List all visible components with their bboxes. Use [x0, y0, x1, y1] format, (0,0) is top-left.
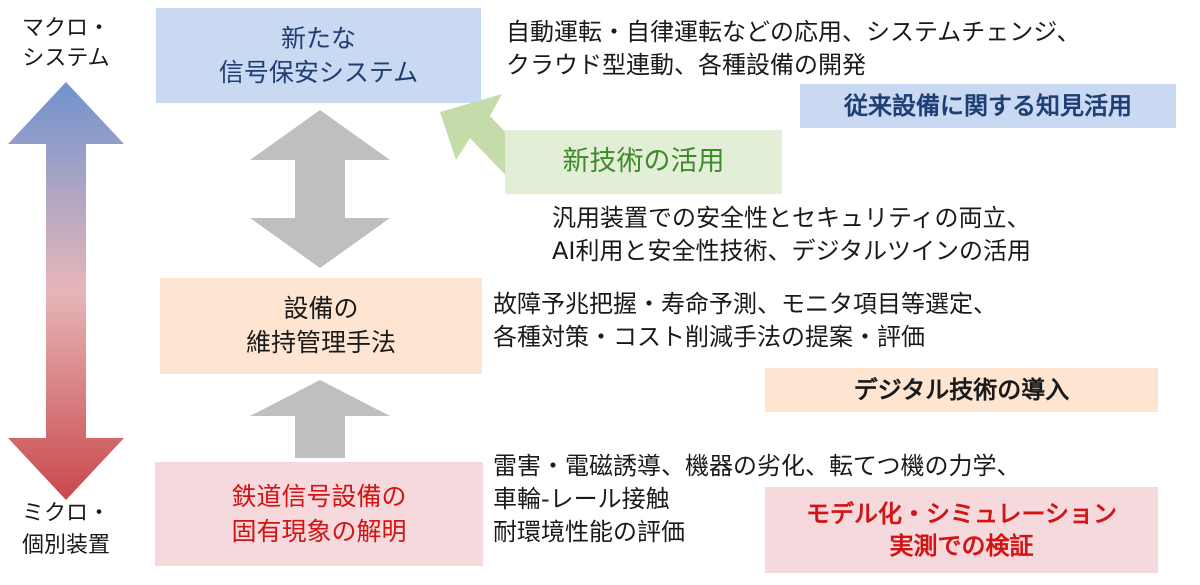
desc-maintenance-line-1: 故障予兆把握・寿命予測、モニタ項目等選定、 — [493, 290, 997, 318]
scale-top-line-2: システム — [22, 46, 110, 71]
tag-model-line-2: 実測での検証 — [889, 532, 1034, 560]
level-system-line-1: 新たな — [280, 23, 356, 53]
tag-knowledge: 従来設備に関する知見活用 — [800, 84, 1176, 128]
scale-bottom-line-2: 個別装置 — [21, 533, 110, 558]
desc-phenomena-line-3: 耐環境性能の評価 — [493, 518, 685, 546]
tag-digital: デジタル技術の導入 — [765, 368, 1158, 412]
level-system-box: 新たな 信号保安システム — [156, 8, 481, 103]
scale-top-label: マクロ・ システム — [10, 14, 122, 74]
tag-new-tech-text: 新技術の活用 — [562, 146, 725, 177]
tag-knowledge-text: 従来設備に関する知見活用 — [844, 92, 1132, 120]
gray-double-arrow — [250, 110, 390, 268]
level-system-line-2: 信号保安システム — [218, 57, 419, 87]
scale-double-arrow — [8, 82, 124, 500]
desc-system-line-1: 自動運転・自律運転などの応用、システムチェンジ、 — [506, 18, 1081, 46]
tag-model: モデル化・シミュレーション 実測での検証 — [765, 487, 1158, 573]
desc-maintenance: 故障予兆把握・寿命予測、モニタ項目等選定、 各種対策・コスト削減手法の提案・評価 — [493, 288, 997, 354]
desc-phenomena-line-2: 車輪-レール接触 — [493, 485, 670, 513]
level-maintenance-box: 設備の 維持管理手法 — [160, 278, 482, 374]
scale-top-line-1: マクロ・ — [21, 16, 110, 41]
scale-bottom-label: ミクロ・ 個別装置 — [10, 498, 122, 562]
level-phenomena-line-1: 鉄道信号設備の — [231, 482, 407, 511]
desc-new-tech-line-1: 汎用装置での安全性とセキュリティの両立、 — [552, 204, 1031, 232]
tag-new-tech: 新技術の活用 — [505, 130, 782, 194]
tag-model-line-1: モデル化・シミュレーション — [805, 500, 1118, 528]
desc-maintenance-line-2: 各種対策・コスト削減手法の提案・評価 — [493, 323, 925, 351]
level-maintenance-line-2: 維持管理手法 — [245, 328, 396, 357]
scale-bottom-line-1: ミクロ・ — [21, 501, 110, 526]
tag-digital-text: デジタル技術の導入 — [853, 376, 1070, 404]
desc-new-tech: 汎用装置での安全性とセキュリティの両立、 AI利用と安全性技術、デジタルツインの… — [552, 202, 1031, 268]
desc-phenomena-line-1: 雷害・電磁誘導、機器の劣化、転てつ機の力学、 — [493, 452, 1021, 480]
level-phenomena-box: 鉄道信号設備の 固有現象の解明 — [155, 462, 483, 566]
desc-system: 自動運転・自律運転などの応用、システムチェンジ、 クラウド型連動、各種設備の開発 — [506, 16, 1081, 82]
desc-new-tech-line-2: AI利用と安全性技術、デジタルツインの活用 — [552, 237, 1032, 265]
level-phenomena-line-2: 固有現象の解明 — [231, 517, 407, 546]
gray-up-arrow — [250, 380, 390, 458]
desc-phenomena: 雷害・電磁誘導、機器の劣化、転てつ機の力学、 車輪-レール接触 耐環境性能の評価 — [493, 450, 1021, 549]
level-maintenance-line-1: 設備の — [283, 294, 359, 323]
desc-system-line-2: クラウド型連動、各種設備の開発 — [506, 51, 866, 79]
